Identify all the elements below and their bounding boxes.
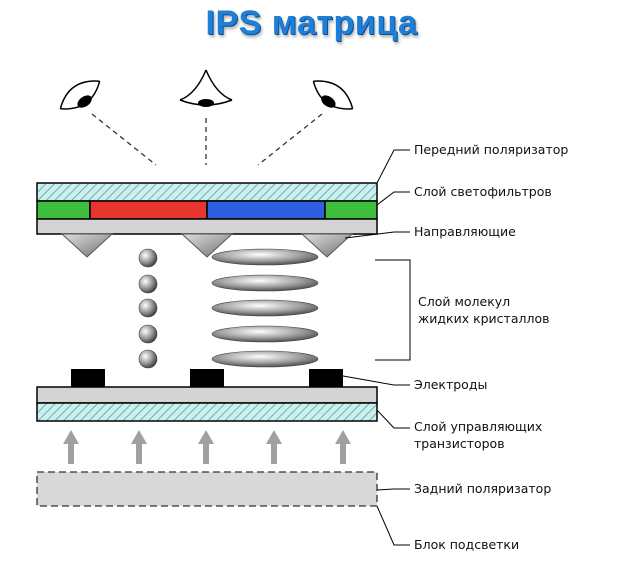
- top-plate: [36, 218, 378, 235]
- leader-lines: [342, 149, 411, 546]
- bottom-plate: [36, 386, 378, 404]
- view-lines: [91, 113, 323, 166]
- eye-icon-right: [312, 80, 354, 110]
- label-lc-layer-line1: Слой молекул: [418, 294, 510, 309]
- lc-molecules-top: [211, 248, 319, 368]
- lc-molecules-side: [138, 248, 158, 369]
- label-lc-layer-line2: жидких кристаллов: [418, 311, 550, 326]
- label-rear-polarizer: Задний поляризатор: [414, 481, 551, 496]
- label-transistors-line1: Слой управляющих: [414, 419, 542, 434]
- eye-icon-center: [179, 69, 233, 107]
- label-backlight: Блок подсветки: [414, 537, 519, 552]
- electrodes: [71, 369, 343, 387]
- transistor-layer: [36, 402, 378, 422]
- label-guides: Направляющие: [414, 224, 516, 239]
- label-front-polarizer: Передний поляризатор: [414, 142, 568, 157]
- eye-icon-left: [59, 80, 101, 110]
- page-title: IPS матрица: [205, 4, 418, 42]
- backlight-unit: [36, 471, 378, 507]
- light-arrows: [63, 430, 351, 464]
- label-color-filters: Слой светофильтров: [414, 184, 552, 199]
- label-transistors-line2: транзисторов: [414, 436, 505, 451]
- color-filter-layer: [36, 200, 378, 220]
- guides: [60, 233, 354, 258]
- front-polarizer-layer: [36, 182, 378, 202]
- label-electrodes: Электроды: [414, 377, 487, 392]
